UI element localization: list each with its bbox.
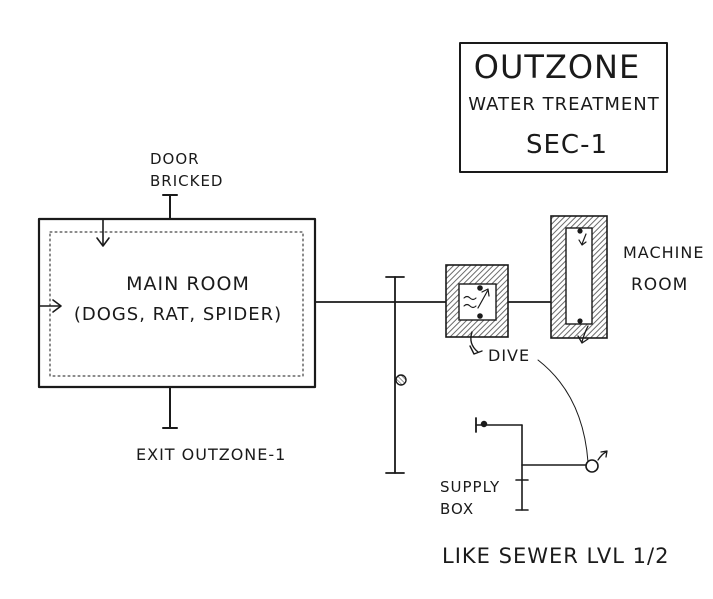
supply-box-marker [480, 420, 488, 428]
box-label: BOX [440, 500, 474, 518]
title-box: OUTZONE WATER TREATMENT SEC-1 [459, 42, 668, 173]
machine-room-label: ROOM [631, 275, 688, 295]
exit-label: EXIT OUTZONE-1 [136, 445, 286, 464]
dive-route [537, 359, 589, 463]
main-room: MAIN ROOM (DOGS, RAT, SPIDER) [37, 217, 317, 389]
dive-arrow [470, 331, 479, 353]
machine-exit-arrow [581, 325, 589, 343]
valve-icon [585, 459, 599, 473]
machine-label: MACHINE [623, 243, 704, 262]
section-text: SEC-1 [526, 130, 608, 160]
exit-marker: EXIT OUTZONE-1 [136, 387, 286, 464]
machine-entry-arrow [578, 233, 587, 246]
water-icon [463, 295, 477, 309]
bricked-label: BRICKED [150, 172, 223, 190]
subtitle-text: WATER TREATMENT [468, 94, 659, 115]
main-room-occupants: (DOGS, RAT, SPIDER) [74, 304, 282, 325]
machine-room: MACHINE ROOM [550, 215, 704, 344]
supply-label: SUPPLY [440, 478, 500, 496]
dive-label: DIVE [488, 346, 530, 365]
grate-icon [395, 374, 407, 386]
vertical-shaft [385, 276, 407, 474]
footer-note: LIKE SEWER LVL 1/2 [442, 544, 669, 568]
door-bricked: DOOR BRICKED [150, 150, 223, 219]
title-text: OUTZONE [474, 48, 640, 86]
dive-room: DIVE [445, 264, 530, 365]
supply-area: SUPPLY BOX [440, 417, 608, 518]
main-room-label: MAIN ROOM [126, 273, 250, 295]
door-label: DOOR [150, 150, 200, 168]
